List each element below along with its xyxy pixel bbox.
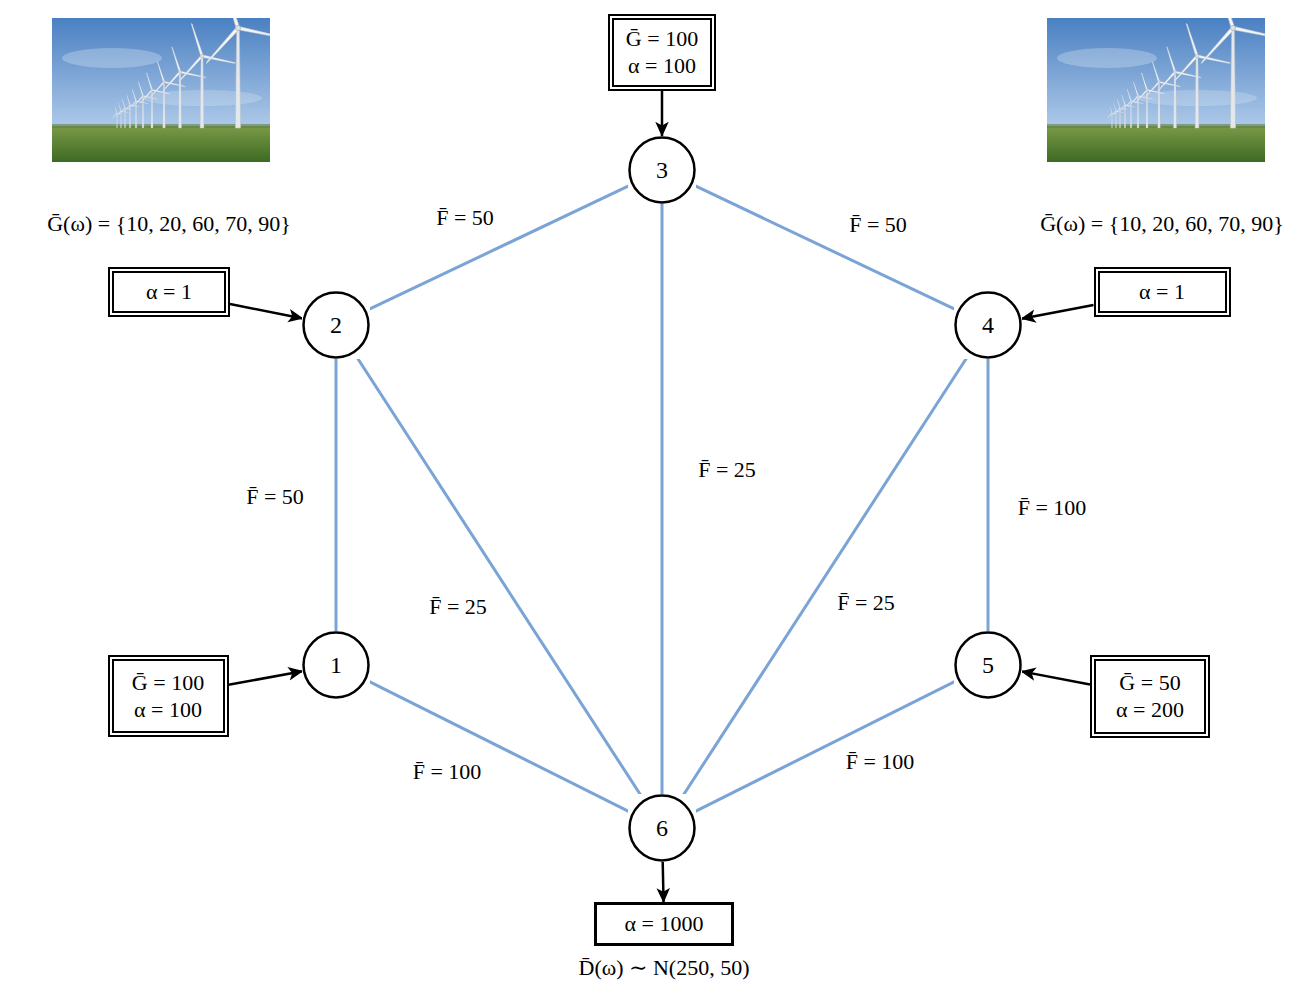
line-capacity: F̄ = 50 — [243, 483, 307, 511]
transmission-line — [692, 680, 957, 813]
bus-number: 2 — [330, 310, 342, 340]
bus-circle-outline — [630, 796, 695, 861]
supply-arrow — [229, 671, 303, 685]
bus-circle-outline — [630, 138, 695, 203]
bus-circle-outline — [304, 293, 369, 358]
bus-number: 4 — [982, 310, 994, 340]
bus-circle-outline — [956, 293, 1021, 358]
generator-box: Ḡ = 100α = 100 — [608, 14, 716, 91]
variable-label: Ḡ(ω) = {10, 20, 60, 70, 90} — [1040, 210, 1284, 238]
transmission-line — [366, 680, 631, 813]
supply-arrow — [661, 862, 664, 902]
supply-arrow — [1021, 671, 1090, 684]
line-capacity: F̄ = 50 — [433, 204, 497, 232]
parameter-text: α = 1 — [146, 278, 192, 306]
bus-node: 2 — [302, 291, 370, 359]
variable-label: Ḡ(ω) = {10, 20, 60, 70, 90} — [47, 210, 291, 238]
line-capacity: F̄ = 100 — [843, 748, 918, 776]
parameter-text: α = 1 — [1139, 278, 1185, 306]
wind-farm-photo — [1047, 18, 1265, 162]
line-capacity: F̄ = 25 — [834, 589, 898, 617]
transmission-line — [354, 354, 643, 800]
bus-circle-outline — [304, 633, 369, 698]
connectors — [229, 91, 1094, 903]
bus-circle-outline — [956, 633, 1021, 698]
line-capacity: F̄ = 50 — [846, 211, 910, 239]
generator-box: Ḡ = 100α = 100 — [108, 655, 229, 737]
transmission-line — [661, 204, 664, 794]
bus-node: 1 — [302, 631, 370, 699]
wind-generator-box: Ḡ(ω) = {10, 20, 60, 70, 90}α = 1 — [1094, 267, 1231, 317]
line-capacity: F̄ = 100 — [410, 758, 485, 786]
bus-node: 5 — [954, 631, 1022, 699]
wind-farm-photo — [52, 18, 270, 162]
parameter-text: α = 200 — [1116, 696, 1184, 724]
wind-farm-photo — [1047, 18, 1265, 162]
wind-generator-box: Ḡ(ω) = {10, 20, 60, 70, 90}α = 1 — [108, 267, 230, 317]
bus-node: 6 — [628, 794, 696, 862]
line-capacity: F̄ = 100 — [1015, 494, 1090, 522]
supply-arrow — [661, 91, 664, 137]
transmission-line — [987, 359, 990, 631]
transmission-line — [693, 185, 958, 311]
parameter-text: α = 100 — [134, 696, 202, 724]
line-capacity: F̄ = 25 — [695, 456, 759, 484]
bus-node: 4 — [954, 291, 1022, 359]
supply-arrow — [230, 304, 303, 318]
transmission-line — [367, 185, 632, 311]
parameter-text: α = 1000 — [625, 910, 704, 938]
demand-box: α = 1000D̄(ω) ∼ N(250, 50) — [594, 902, 734, 946]
variable-label: D̄(ω) ∼ N(250, 50) — [579, 954, 750, 982]
bus-node: 3 — [628, 136, 696, 204]
line-capacity: F̄ = 25 — [426, 593, 490, 621]
parameter-text: Ḡ = 50 — [1119, 669, 1180, 697]
transmission-line — [680, 354, 969, 800]
supply-arrow — [1021, 305, 1093, 319]
bus-number: 3 — [656, 155, 668, 185]
transmission-line — [335, 359, 338, 631]
wind-farm-photo — [52, 18, 270, 162]
parameter-text: Ḡ = 100 — [132, 669, 204, 697]
bus-number: 1 — [330, 650, 342, 680]
parameter-text: Ḡ = 100 — [626, 25, 698, 53]
bus-number: 5 — [982, 650, 994, 680]
bus-number: 6 — [656, 813, 668, 843]
generator-box: Ḡ = 50α = 200 — [1090, 655, 1210, 738]
parameter-text: α = 100 — [628, 52, 696, 80]
